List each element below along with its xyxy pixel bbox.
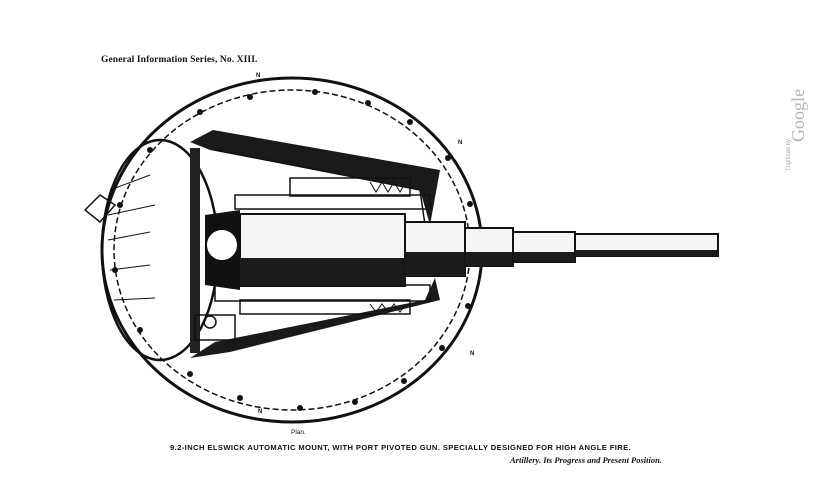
upper-shield-inner — [214, 149, 426, 226]
slide-block-lower-2 — [239, 299, 411, 315]
compass-mark-n1: N — [256, 73, 261, 79]
compass-mark-n2: N — [458, 140, 463, 146]
ring-bolts — [112, 89, 473, 411]
gun-chase-2-shadow — [465, 252, 513, 266]
gun-chase-1-shadow — [405, 252, 465, 276]
slide-block-upper — [289, 177, 411, 197]
upper-shield — [190, 130, 440, 225]
rear-hatching — [107, 174, 156, 301]
slide-block-lower — [214, 284, 431, 302]
plan-label: Plan. — [291, 429, 306, 436]
rear-chamber — [100, 138, 220, 362]
recoil-spring-upper — [369, 181, 407, 193]
cradle-frame — [190, 148, 200, 353]
gun-body-shadow — [240, 258, 405, 286]
figure-caption: 9.2-INCH ELSWICK AUTOMATIC MOUNT, WITH P… — [170, 443, 632, 452]
google-watermark: Digitized by Google — [768, 62, 808, 172]
gun-muzzle-tip-shadow — [575, 250, 718, 256]
loading-arm — [83, 194, 117, 224]
book-reference: Artillery. Its Progress and Present Posi… — [510, 455, 662, 465]
handwheel — [203, 315, 217, 329]
series-header: General Information Series, No. XIII. — [101, 55, 258, 65]
watermark-prefix: Digitized by — [786, 138, 792, 170]
compass-mark-n4: N — [258, 409, 263, 415]
recoil-spring-lower — [369, 303, 407, 313]
lower-shield — [190, 278, 440, 358]
slide-block-upper-2 — [234, 194, 431, 210]
gun-muzzle-shadow — [513, 252, 575, 262]
elevating-gear — [194, 314, 236, 341]
watermark-brand: Google — [788, 89, 808, 142]
compass-mark-n3: N — [470, 351, 475, 357]
breech-wheel — [205, 228, 239, 262]
